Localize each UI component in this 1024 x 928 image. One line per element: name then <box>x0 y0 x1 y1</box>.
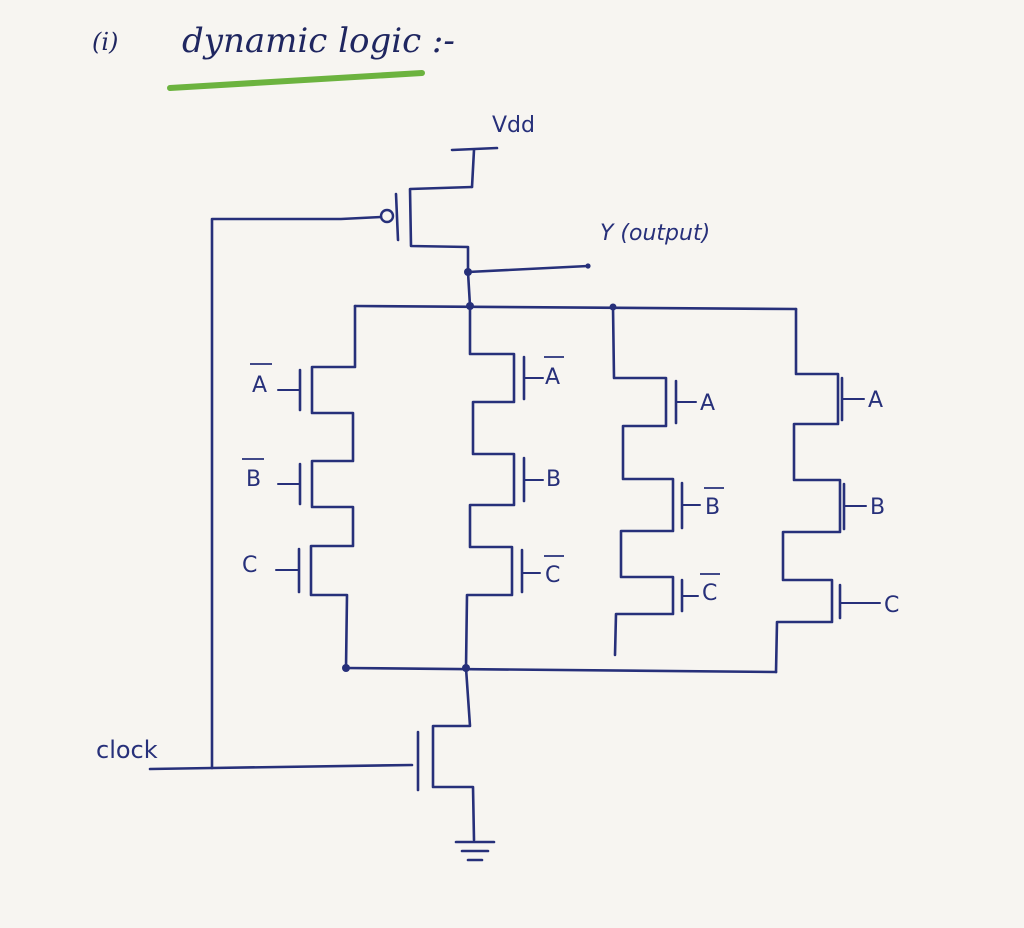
nmos-branch-4: A B C <box>774 307 899 674</box>
branch-1-input-3: C <box>242 553 257 578</box>
svg-text:C: C <box>702 581 717 606</box>
nmos-branch-1: A B C <box>242 304 357 670</box>
svg-text:C: C <box>242 553 257 578</box>
branch-1-input-1: A <box>250 363 272 398</box>
clock-line-pmos <box>210 215 383 770</box>
branch-2-input-3: C <box>544 555 564 588</box>
svg-text:C: C <box>884 593 899 618</box>
nmos-branch-2: A B C <box>464 304 564 670</box>
svg-text:A: A <box>545 365 560 390</box>
branch-4-input-3: C <box>884 593 899 618</box>
branch-2-input-1: A <box>544 356 564 390</box>
vdd-wire <box>470 148 476 189</box>
svg-text:B: B <box>705 495 720 520</box>
svg-text:B: B <box>246 467 261 492</box>
heading-underline <box>167 70 425 91</box>
svg-text:C: C <box>545 563 560 588</box>
svg-text:A: A <box>700 391 715 416</box>
svg-text:B: B <box>870 495 885 520</box>
evaluate-bus <box>344 666 778 674</box>
clock-label: clock <box>96 736 158 764</box>
clock-line-nmos <box>148 763 414 771</box>
branch-1-input-2: B <box>242 458 264 492</box>
branch-3-input-1: A <box>700 391 715 416</box>
svg-text:A: A <box>868 388 883 413</box>
nmos-branch-3: A B C <box>611 305 724 657</box>
branch-4-input-2: B <box>870 495 885 520</box>
svg-text:A: A <box>252 373 267 398</box>
heading-title: dynamic logic :- <box>182 21 455 61</box>
svg-text:B: B <box>546 467 561 492</box>
pmos-precharge-transistor <box>379 185 474 274</box>
output-wire <box>466 264 590 274</box>
output-label: Y (output) <box>600 221 710 246</box>
vdd-label: Vdd <box>492 113 535 138</box>
branch-3-input-3: C <box>700 573 720 606</box>
heading-number: (i) <box>92 28 118 56</box>
ground-icon <box>454 840 496 862</box>
dynamic-node-bus <box>353 304 798 311</box>
branch-4-input-1: A <box>868 388 883 413</box>
nmos-evaluate-transistor <box>416 666 476 842</box>
branch-3-input-2: B <box>704 487 724 520</box>
branch-2-input-2: B <box>546 467 561 492</box>
